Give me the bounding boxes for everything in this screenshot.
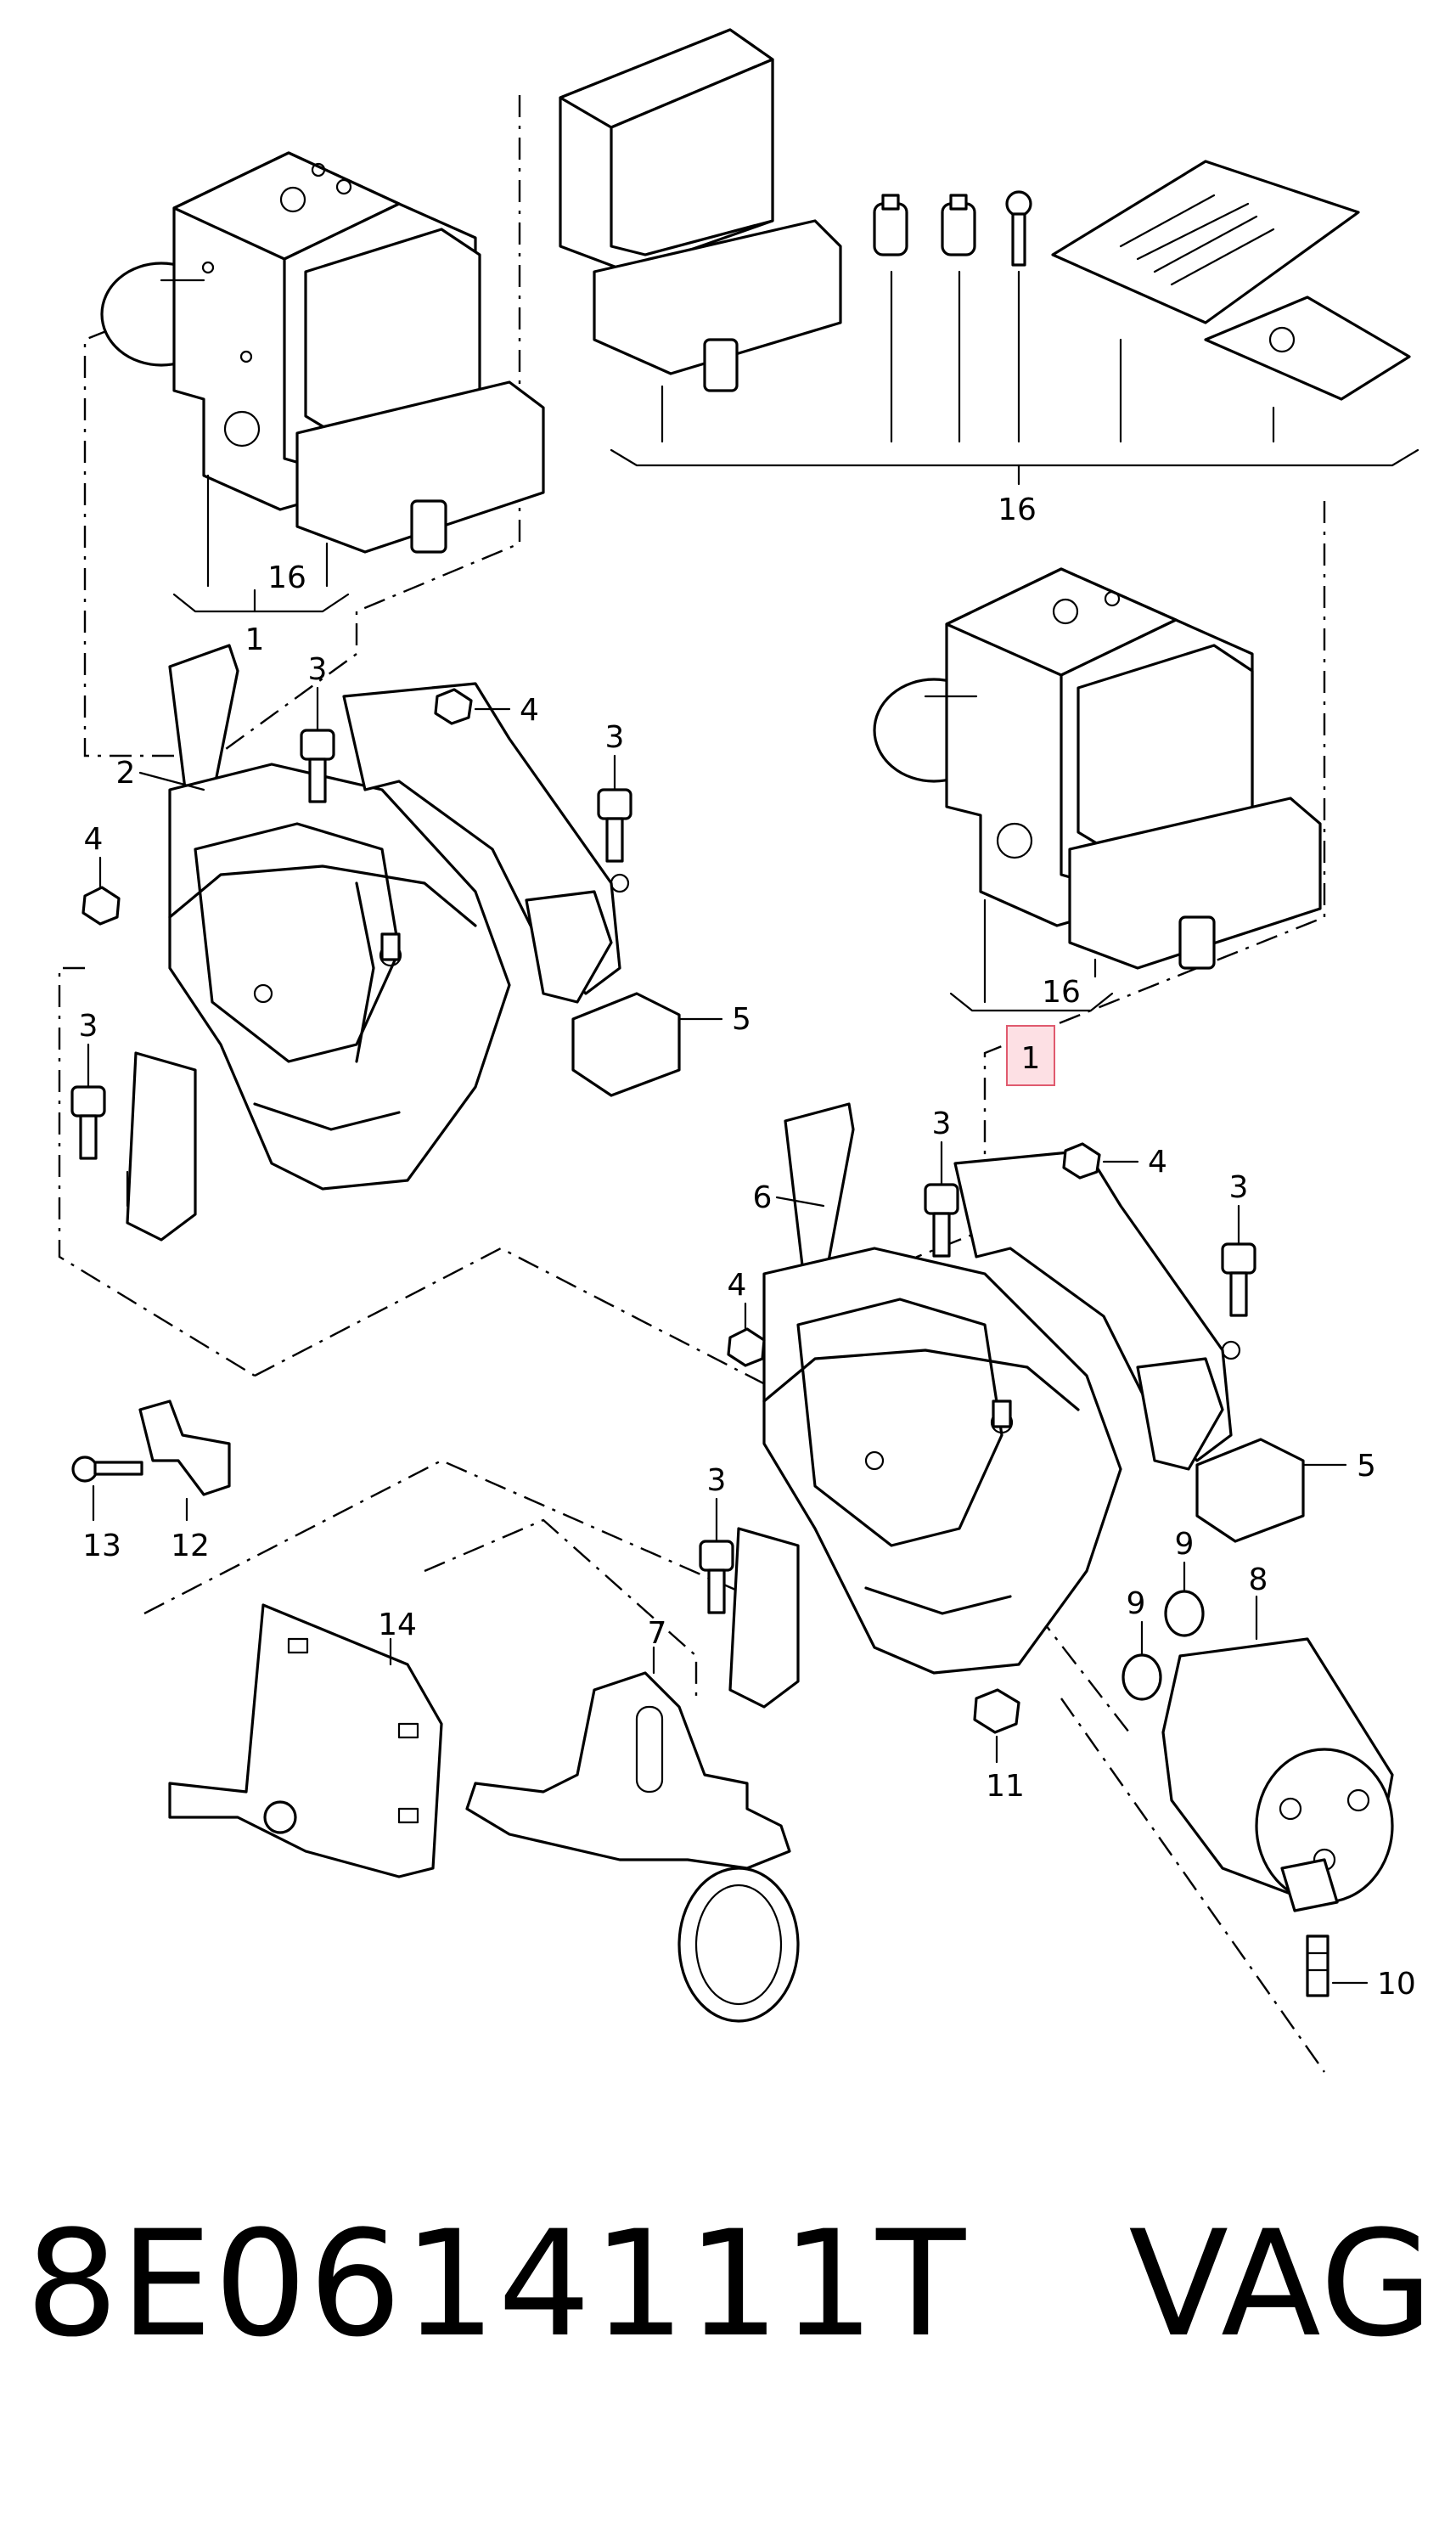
callout-4-c: 4: [1148, 1145, 1167, 1180]
callout-16-left: 16: [267, 560, 306, 595]
repair-kit-fasteners: [873, 190, 1032, 443]
plate-14: [168, 1603, 443, 1878]
callout-12: 12: [171, 1529, 210, 1563]
callout-14: 14: [378, 1608, 417, 1642]
bolt-3c: [70, 1043, 106, 1160]
bracket-right: [728, 1102, 1241, 1709]
buffer-9b: [1122, 1620, 1162, 1701]
bracket-12: [138, 1399, 231, 1522]
nut-4b: [82, 856, 121, 926]
callout-16-right: 16: [1042, 975, 1081, 1010]
callout-3-f: 3: [707, 1463, 727, 1498]
callout-4-d: 4: [728, 1268, 747, 1303]
abs-unit-left: [100, 151, 545, 554]
part-info-footer: 8E0614111T VAG: [25, 2187, 1435, 2407]
callout-2: 2: [116, 756, 136, 791]
abs-unit-right-bracket-lines: [949, 898, 1114, 1012]
nut-4a: [434, 688, 511, 725]
clip-5b: [1195, 1438, 1347, 1543]
control-unit-top: [559, 28, 842, 443]
stud-10: [1306, 1934, 1369, 1997]
bolt-13: [71, 1456, 143, 1522]
callout-13: 13: [82, 1529, 121, 1563]
callout-10: 10: [1377, 1967, 1416, 2002]
callout-7: 7: [648, 1616, 667, 1651]
callout-11: 11: [986, 1769, 1025, 1804]
buffer-9a: [1164, 1561, 1205, 1637]
callout-1-right: 1: [1021, 1041, 1041, 1076]
bolt-3a: [300, 686, 335, 803]
leader-6: [775, 1196, 825, 1208]
bolt-3b: [597, 754, 632, 863]
callout-3-c: 3: [79, 1009, 98, 1044]
bolt-3d: [924, 1140, 959, 1258]
clip-5a: [571, 992, 723, 1097]
nut-11: [973, 1688, 1020, 1764]
callout-6: 6: [753, 1180, 773, 1215]
pump-motor-8: [1161, 1595, 1394, 1912]
callout-labels: 16 16 1 3 4 2 3 4 5 3 16 1 3 4 3 6 4 5 3…: [79, 493, 1416, 2002]
callout-3-d: 3: [932, 1107, 952, 1141]
abs-unit-right: [873, 567, 1322, 970]
callout-16-top: 16: [998, 493, 1037, 527]
part-number: 8E0614111T: [25, 2199, 968, 2369]
callout-5-b: 5: [1357, 1449, 1376, 1484]
exploded-parts-diagram: 16 16 1 3 4 2 3 4 5 3 16 1 3 4 3 6 4 5 3…: [58, 28, 1419, 2073]
callout-5-a: 5: [732, 1002, 751, 1037]
bolt-3f: [699, 1497, 734, 1614]
callout-9-b: 9: [1127, 1586, 1146, 1621]
callout-3-e: 3: [1229, 1170, 1249, 1205]
leader-2: [138, 771, 205, 791]
nut-4d: [727, 1302, 766, 1367]
bracket-strap-7: [465, 1646, 800, 2023]
highlight-1-right: [1006, 1025, 1055, 1086]
callout-3-b: 3: [605, 720, 625, 755]
callout-1-left: 1: [245, 622, 265, 657]
nut-4c: [1062, 1142, 1139, 1180]
bolt-3e: [1221, 1204, 1256, 1317]
bracket-left: [126, 644, 630, 1242]
brand-name: VAG: [1128, 2199, 1435, 2369]
callout-4-a: 4: [520, 693, 539, 728]
callout-3-a: 3: [308, 652, 328, 687]
bracket-16-top: [610, 448, 1419, 467]
abs-unit-left-bracket-lines: [172, 474, 350, 613]
instruction-sheet: [1051, 160, 1411, 443]
callout-4-b: 4: [84, 822, 104, 857]
callout-9-a: 9: [1175, 1527, 1195, 1562]
callout-8: 8: [1249, 1563, 1268, 1597]
